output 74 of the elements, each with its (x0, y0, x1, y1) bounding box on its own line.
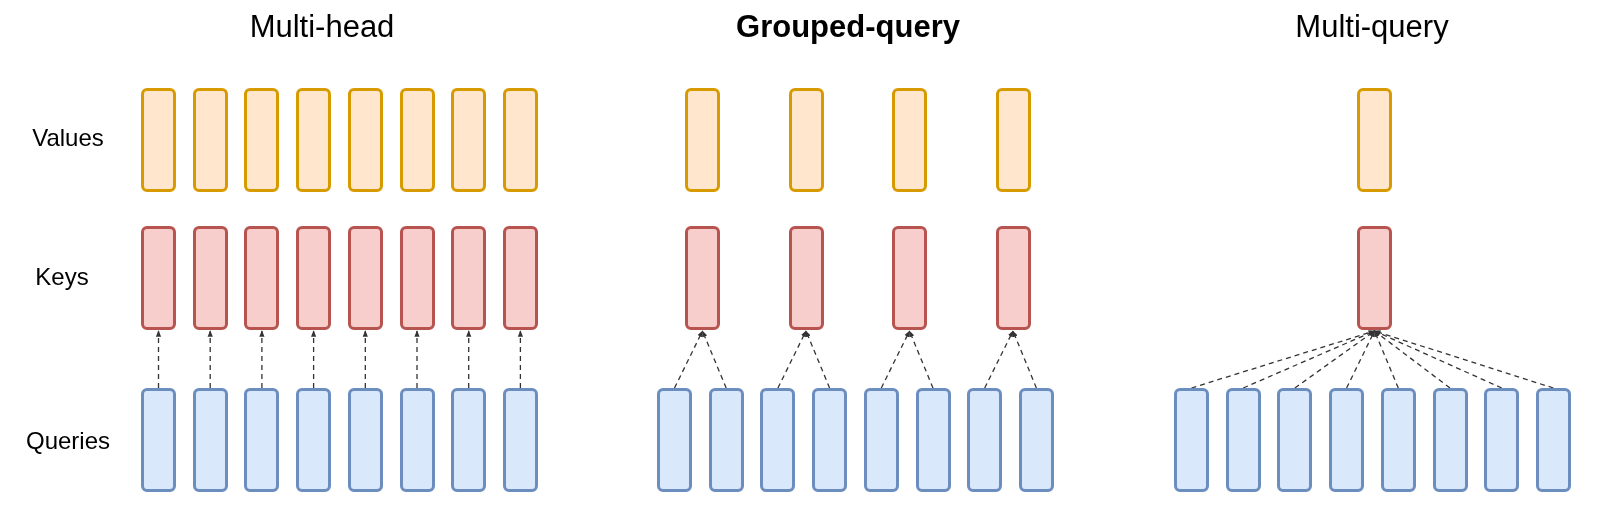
vector-box (1357, 226, 1392, 330)
vector-box (244, 226, 280, 330)
vector-box (788, 88, 824, 192)
vector-box (347, 388, 383, 492)
vector-box (399, 226, 435, 330)
dashed-arrow (466, 330, 472, 389)
dashed-arrow (259, 330, 265, 389)
vector-box (502, 88, 538, 192)
dashed-arrow (311, 330, 317, 389)
vector-box (141, 388, 176, 492)
vector-box (1380, 388, 1416, 492)
vector-box (995, 226, 1031, 330)
vector-box (244, 88, 280, 192)
vector-box (451, 226, 487, 330)
dashed-arrow (984, 330, 1014, 389)
vector-box (995, 88, 1031, 192)
dashed-arrow (701, 330, 727, 389)
vector-box (760, 388, 796, 492)
vector-box (296, 88, 332, 192)
dashed-arrow (1012, 330, 1038, 389)
vector-box (296, 388, 332, 492)
vector-box (915, 388, 951, 492)
dashed-arrow (805, 330, 831, 389)
dashed-arrow (777, 330, 807, 389)
panel-title: Grouped-query (736, 9, 960, 45)
vector-box (244, 388, 280, 492)
vector-box (1535, 388, 1571, 492)
vector-box (192, 226, 228, 330)
vector-box (296, 226, 332, 330)
dashed-arrow (155, 330, 162, 389)
vector-box (1174, 388, 1209, 492)
dashed-arrow (1345, 330, 1376, 389)
vector-box (1277, 388, 1313, 492)
vector-box (502, 388, 538, 492)
vector-box (863, 388, 899, 492)
vector-box (399, 88, 435, 192)
vector-box (1432, 388, 1468, 492)
vector-box (451, 388, 487, 492)
vector-box (192, 388, 228, 492)
vector-box (892, 226, 927, 330)
dashed-arrow (517, 330, 523, 389)
row-label: Queries (26, 427, 110, 455)
vector-box (967, 388, 1003, 492)
vector-box (502, 226, 538, 330)
panel-title: Multi-head (249, 9, 395, 45)
row-label: Keys (35, 263, 89, 291)
dashed-arrow (908, 330, 934, 389)
dashed-arrow (362, 330, 368, 389)
vector-box (657, 388, 692, 492)
dashed-arrow (414, 330, 420, 389)
dashed-arrow (207, 330, 213, 389)
vector-box (451, 88, 487, 192)
vector-box (1225, 388, 1261, 492)
vector-box (788, 226, 824, 330)
vector-box (892, 88, 927, 192)
vector-box (347, 88, 383, 192)
vector-box (192, 88, 228, 192)
vector-box (1018, 388, 1054, 492)
vector-box (141, 88, 176, 192)
row-label: Values (32, 124, 104, 152)
dashed-arrow (673, 330, 704, 389)
vector-box (399, 388, 435, 492)
vector-box (812, 388, 848, 492)
vector-box (685, 226, 720, 330)
dashed-arrow (880, 330, 911, 389)
vector-box (347, 226, 383, 330)
panel-title: Multi-query (1295, 9, 1449, 45)
dashed-arrow (1373, 330, 1399, 389)
vector-box (1357, 88, 1392, 192)
vector-box (685, 88, 720, 192)
vector-box (1484, 388, 1520, 492)
vector-box (1329, 388, 1365, 492)
vector-box (141, 226, 176, 330)
vector-box (708, 388, 744, 492)
